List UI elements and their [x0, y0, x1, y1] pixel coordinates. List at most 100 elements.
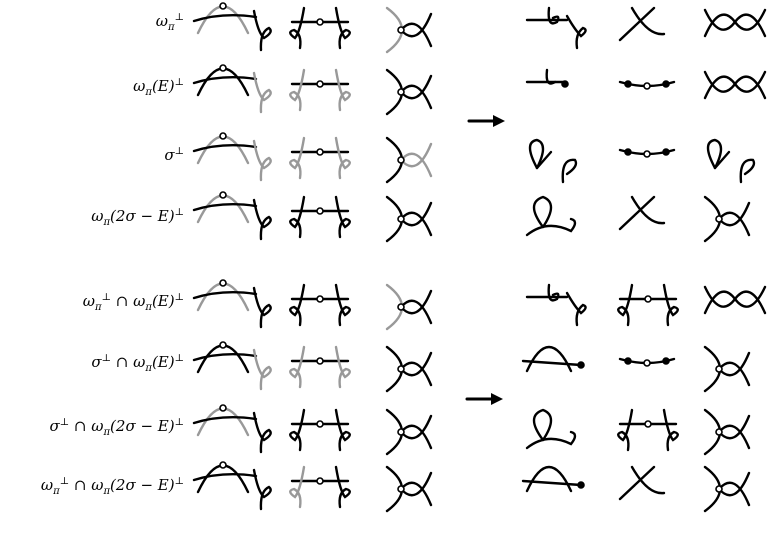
limit-r3-c1-curl [561, 158, 578, 184]
limit-r3-c1-tail [535, 150, 553, 170]
limit-r1-c3-b [703, 8, 767, 38]
row-label-1: ωπ⊥ [155, 12, 184, 33]
limit-r4-c2-b [630, 195, 666, 225]
sketch-r6-c3-node [397, 365, 405, 373]
row-label-5: ωπ⊥ ∩ ωπ(E)⊥ [82, 292, 184, 313]
limit-r2-c2-dot-r [662, 80, 670, 88]
sketch-r2-c1-arch [196, 67, 250, 97]
limit-r8-c3-node [715, 485, 723, 493]
limit-r6-c1-arch [525, 345, 573, 373]
sketch-r3-c3-node [397, 156, 405, 164]
limit-r7-c3-node [715, 428, 723, 436]
sketch-r5-c2-curl-left [289, 283, 306, 327]
sketch-r5-c2-curl-right [334, 283, 351, 327]
sketch-r4-c2-curl-left [289, 195, 306, 239]
limit-r1-c1-curl [565, 14, 587, 50]
limit-r3-c3-tail [713, 150, 731, 170]
sketch-r4-c2-curl-right [334, 195, 351, 239]
limit-r7-c1-loop [532, 408, 553, 442]
sketch-r4-c1-node [219, 191, 227, 199]
sketch-r6-c2-node [316, 357, 324, 365]
limit-r5-c2-curl-left [617, 283, 634, 327]
limit-r4-c1-tails [525, 217, 577, 237]
sketch-r5-c2-node [316, 295, 324, 303]
sketch-r2-c2-curl-right [334, 68, 351, 112]
limit-r7-c2-curl-left [617, 408, 634, 452]
sketch-r6-c2-curl-right [334, 345, 351, 389]
limit-r5-c1-loop [547, 283, 560, 302]
sketch-r4-c3-node [397, 215, 405, 223]
limit-r2-c2-dot-l [624, 80, 632, 88]
sketch-r8-c1-arch [196, 464, 250, 494]
sketch-r7-c2-curl-left [289, 408, 306, 452]
row-label-4: ωπ(2σ − E)⊥ [91, 207, 184, 228]
limit-r8-c1-line [521, 479, 583, 487]
row-label-3: σ⊥ [164, 146, 184, 164]
sketch-r1-c3-node [397, 26, 405, 34]
sketch-r1-c2-node [316, 18, 324, 26]
limit-r5-c1-curl [565, 291, 587, 327]
limit-r1-c2-b [630, 6, 666, 36]
sketch-r8-c2-curl-right [334, 465, 351, 509]
limit-r1-c1-loop [547, 6, 560, 25]
sketch-r3-c1-curl [252, 139, 272, 182]
limit-r8-c2-b [630, 465, 666, 495]
sketch-r1-c1-arch [196, 5, 250, 35]
sketch-r8-c1-curl [252, 468, 272, 511]
sketch-r2-c2-curl-left [289, 68, 306, 112]
row-label-7: σ⊥ ∩ ωπ(2σ − E)⊥ [49, 417, 184, 438]
sketch-r2-c1-node [219, 64, 227, 72]
limit-r6-c2-dot-r [662, 357, 670, 365]
limit-r6-c1-end [577, 361, 585, 369]
limit-r2-c3-b [703, 70, 767, 100]
limit-r2-c1-loop [545, 68, 557, 85]
sketch-r7-c2-node [316, 420, 324, 428]
sketch-r2-c2-node [316, 80, 324, 88]
sketch-r5-c1-curl [252, 286, 272, 329]
sketch-r7-c1-node [219, 404, 227, 412]
sketch-r7-c3-node [397, 428, 405, 436]
limit-r4-c1-loop [532, 195, 553, 229]
limit-r7-c1-tails [525, 430, 577, 450]
limit-r8-c1-arch [525, 465, 573, 493]
sketch-r5-c3-node [397, 303, 405, 311]
sketch-r3-c1-node [219, 132, 227, 140]
sketch-r7-c1-arch [196, 407, 250, 437]
limit-r3-c2-node [643, 150, 651, 158]
limit-r3-c3-curl [739, 158, 756, 184]
sketch-r6-c1-node [219, 341, 227, 349]
limit-r7-c2-node [644, 420, 652, 428]
limit-r2-c2-node [643, 82, 651, 90]
sketch-r6-c1-arch [196, 344, 250, 374]
sketch-r5-c1-arch [196, 282, 250, 312]
sketch-r3-c1-arch [196, 135, 250, 165]
row-label-6: σ⊥ ∩ ωπ(E)⊥ [91, 353, 184, 374]
sketch-r3-c2-curl-right [334, 136, 351, 180]
sketch-r1-c1-node [219, 2, 227, 10]
sketch-r6-c1-line [192, 353, 258, 362]
limit-r3-c2-dot-l [624, 148, 632, 156]
row-label-8: ωπ⊥ ∩ ωπ(2σ − E)⊥ [40, 476, 184, 497]
sketch-r2-c1-curl [252, 71, 272, 114]
sketch-r2-c3-node [397, 88, 405, 96]
limit-r2-c1-dot [561, 80, 569, 88]
limit-r7-c2-curl-right [662, 408, 679, 452]
sketch-r1-c1-curl [252, 9, 272, 52]
limit-r8-c1-end [577, 481, 585, 489]
limit-r3-c1-loop [528, 138, 545, 170]
sketch-r6-c2-curl-left [289, 345, 306, 389]
sketch-r4-c2-node [316, 207, 324, 215]
sketch-r3-c2-curl-left [289, 136, 306, 180]
limit-r3-c2-dot-r [662, 148, 670, 156]
limit-r4-c2-a [618, 195, 656, 231]
limit-r8-c2-a [618, 465, 656, 501]
sketch-r8-c1-line [192, 473, 258, 482]
limit-r3-c3-loop [706, 138, 723, 170]
sketch-r4-c1-arch [196, 194, 250, 224]
sketch-r2-c1-line [192, 76, 258, 85]
limit-r5-c2-node [644, 295, 652, 303]
limit-r6-c3-node [715, 365, 723, 373]
sketch-r1-c2-curl-right [334, 6, 351, 50]
sketch-r4-c1-curl [252, 198, 272, 241]
